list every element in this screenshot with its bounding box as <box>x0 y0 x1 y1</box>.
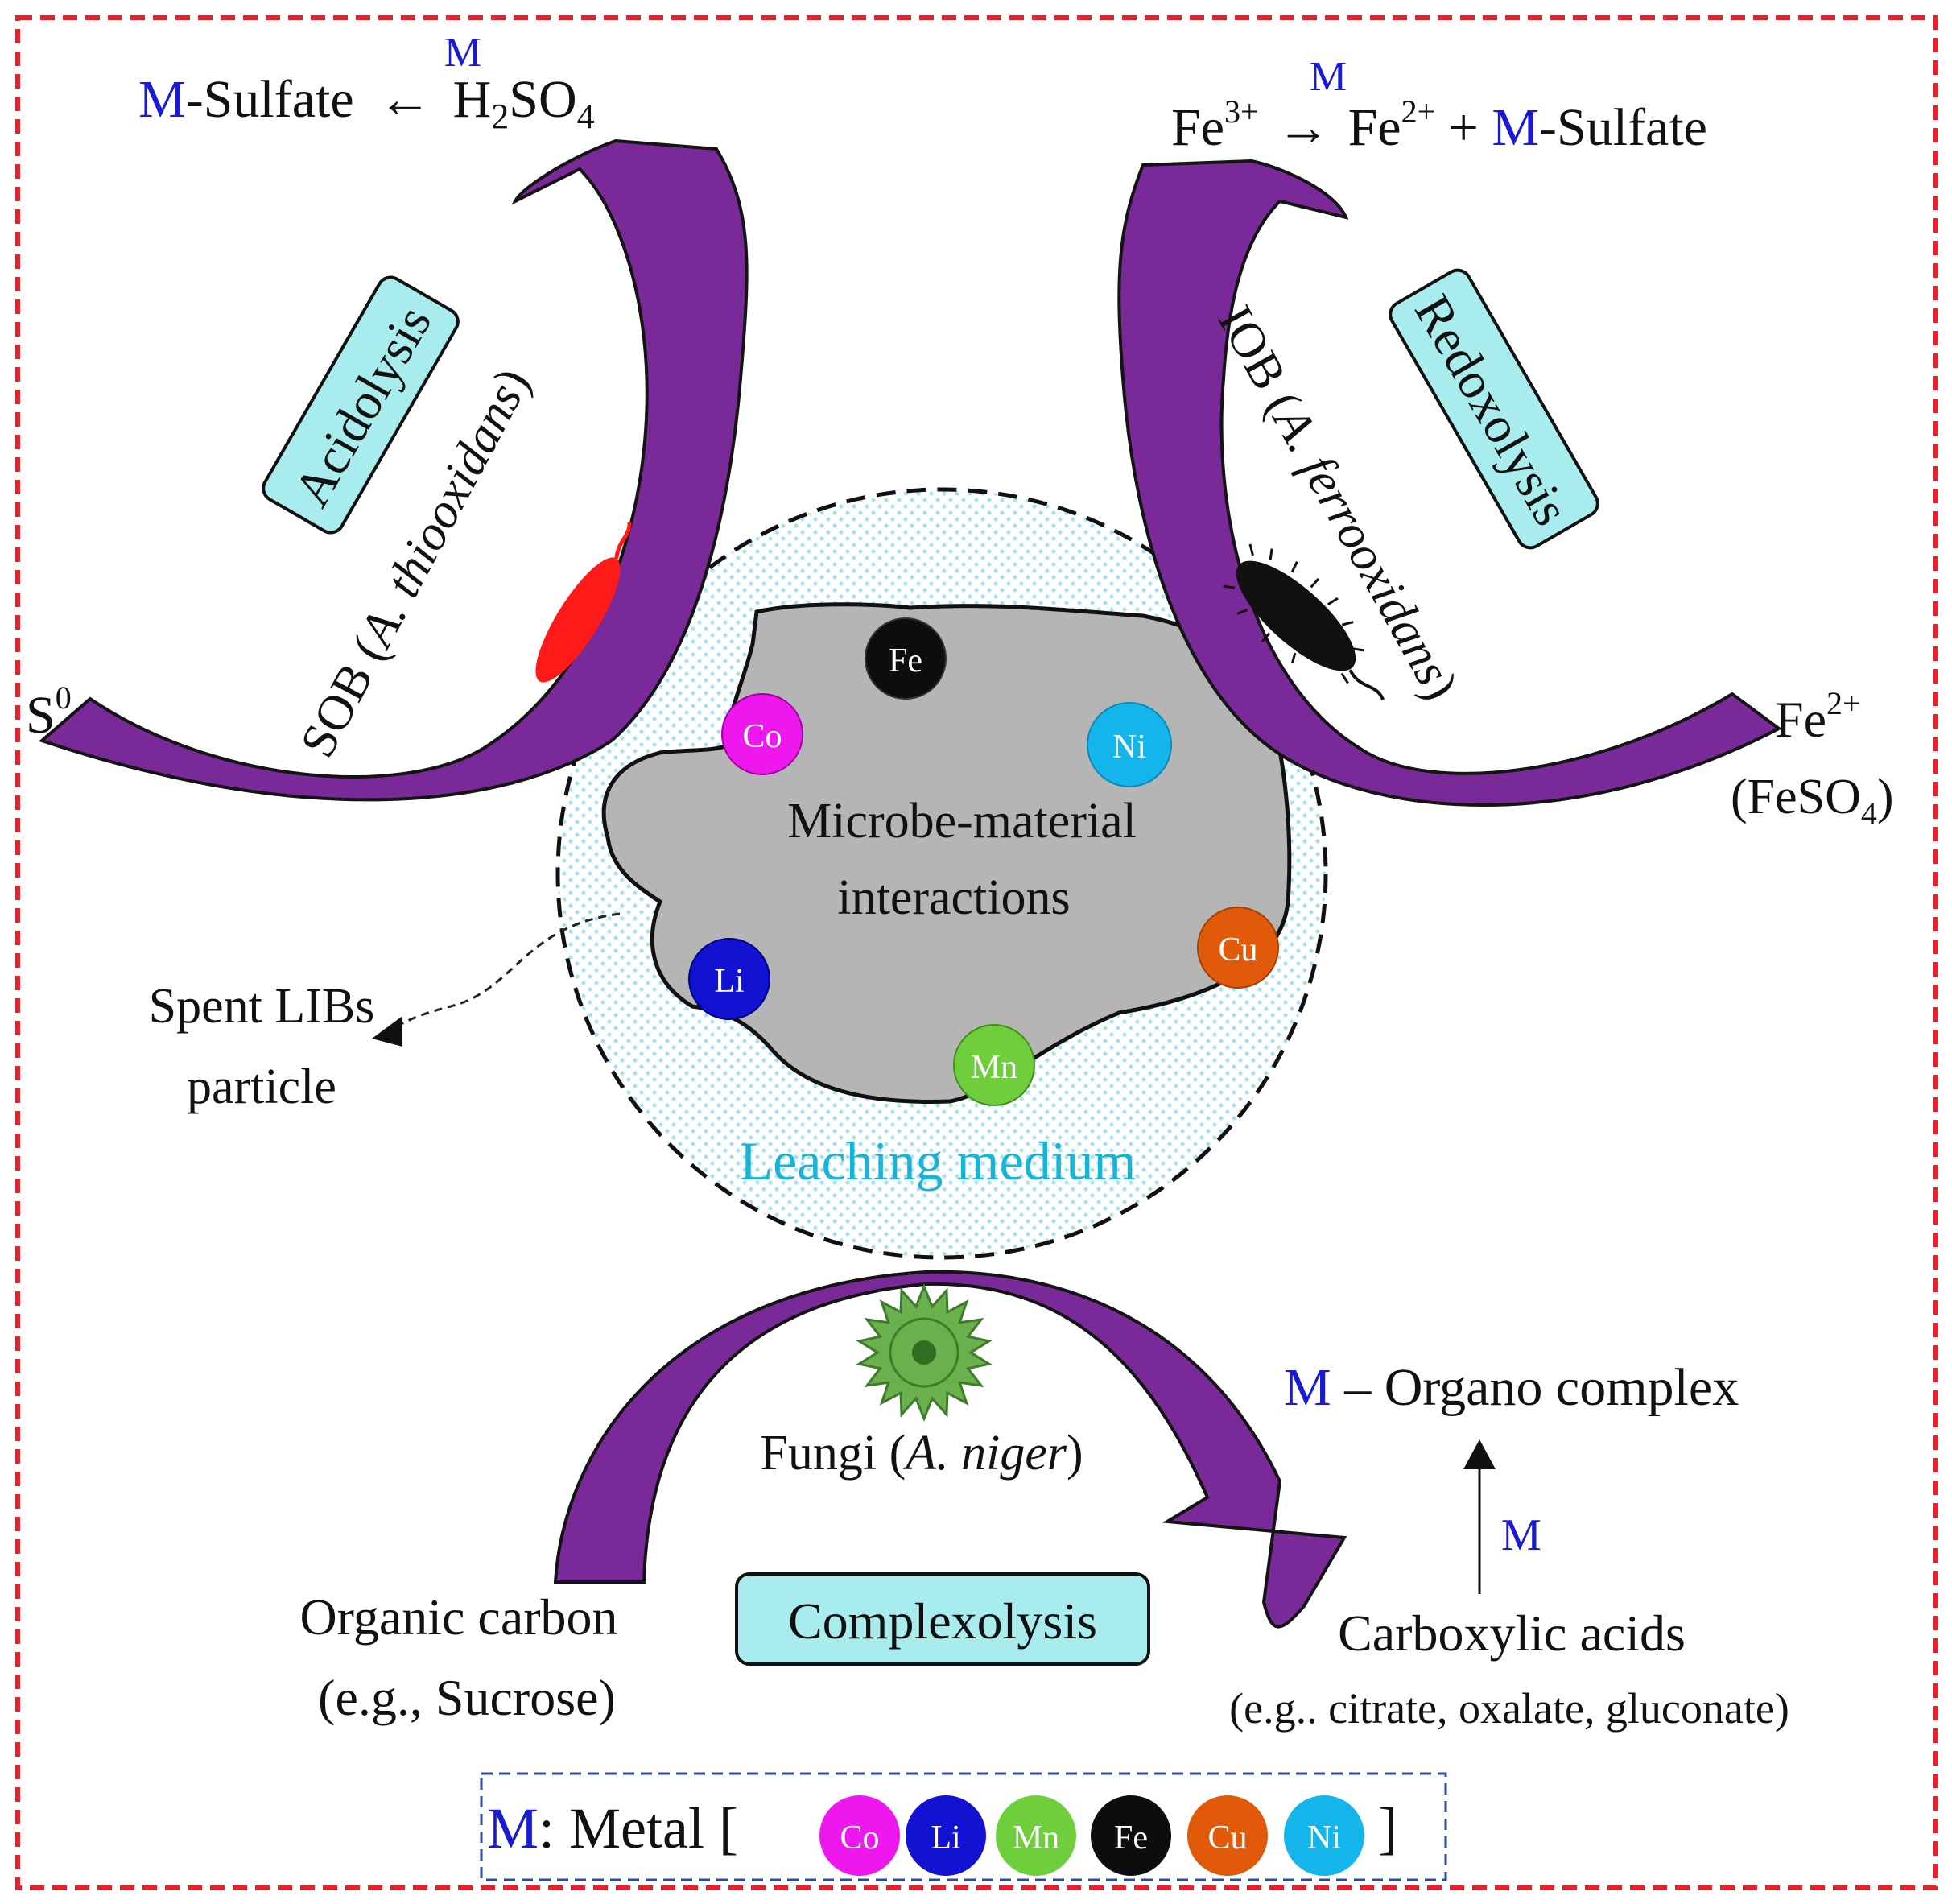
fungi-icon <box>856 1283 993 1422</box>
metal-li: Li <box>688 938 770 1020</box>
organic-carbon-example: (e.g., Sucrose) <box>318 1669 616 1726</box>
complexolysis-label: Complexolysis <box>788 1592 1097 1650</box>
ferrous-label: Fe2+ <box>1775 685 1861 748</box>
acidolysis-product: M-Sulfate ← H2SO4 <box>138 70 595 136</box>
carboxylic-acids-label: Carboxylic acids <box>1338 1605 1686 1662</box>
legend-co: Co <box>819 1795 900 1876</box>
svg-text:Fe: Fe <box>1114 1819 1148 1857</box>
organo-complex-label: M – Organo complex <box>1284 1358 1739 1417</box>
sulfur-label: S0 <box>26 679 72 745</box>
svg-text:Ni: Ni <box>1307 1819 1341 1857</box>
legend-cu: Cu <box>1187 1795 1268 1876</box>
complex-up-arrow-head <box>1463 1439 1496 1469</box>
acidolysis-arrow <box>39 138 749 802</box>
svg-text:Li: Li <box>931 1819 960 1857</box>
sob-bacterium <box>535 522 632 683</box>
metal-mn: Mn <box>953 1024 1035 1106</box>
acidolysis-reaction-m: M <box>444 30 481 76</box>
metal-cu: Cu <box>1197 907 1279 989</box>
interaction-label-1: Microbe-material <box>787 794 1137 849</box>
svg-text:Fe: Fe <box>889 642 922 679</box>
svg-text:Ni: Ni <box>1112 729 1146 766</box>
carboxylic-acids-example: (e.g.. citrate, oxalate, gluconate) <box>1229 1684 1789 1733</box>
svg-text:Cu: Cu <box>1207 1819 1247 1857</box>
metal-co: Co <box>721 693 803 775</box>
outer-frame <box>15 15 1938 1890</box>
svg-text:Mn: Mn <box>1013 1819 1059 1857</box>
legend-close-bracket: ] <box>1378 1796 1397 1861</box>
particle-label-2: particle <box>187 1059 336 1114</box>
complex-arrow-m: M <box>1501 1510 1541 1560</box>
svg-text:Li: Li <box>714 963 744 1000</box>
metal-fe: Fe <box>865 617 947 700</box>
svg-text:Co: Co <box>742 718 782 755</box>
svg-text:Cu: Cu <box>1218 931 1257 969</box>
particle-pointer-head <box>372 1016 402 1047</box>
complexolysis-box: Complexolysis <box>735 1572 1150 1666</box>
ferrous-formula: (FeSO4) <box>1731 770 1894 832</box>
metal-ni: Ni <box>1087 702 1172 787</box>
legend-fe: Fe <box>1091 1795 1171 1876</box>
redoxolysis-reaction: Fe3+ → Fe2+ + M-Sulfate <box>1171 76 1707 157</box>
redoxolysis-arrow <box>1117 159 1782 807</box>
redoxolysis-box: Redoxolysis <box>1389 268 1599 550</box>
leaching-medium-label: Leaching medium <box>740 1130 1137 1192</box>
legend-ni: Ni <box>1284 1795 1364 1876</box>
interaction-label-2: interactions <box>837 870 1070 925</box>
legend-mn: Mn <box>996 1795 1076 1876</box>
iob-bacterium <box>1223 543 1385 700</box>
legend-text: M: Metal [ <box>487 1796 738 1861</box>
legend-li: Li <box>906 1795 986 1876</box>
particle-label-1: Spent LIBs <box>149 979 375 1034</box>
svg-text:Co: Co <box>840 1819 879 1857</box>
complexolysis-arrow <box>553 1270 1347 1629</box>
particle-pointer <box>390 912 621 1032</box>
svg-text:Mn: Mn <box>971 1049 1017 1086</box>
redoxolysis-reaction-m: M <box>1310 54 1347 100</box>
fungi-label: Fungi (A. niger) <box>760 1426 1083 1481</box>
organic-carbon-label: Organic carbon <box>299 1588 617 1646</box>
